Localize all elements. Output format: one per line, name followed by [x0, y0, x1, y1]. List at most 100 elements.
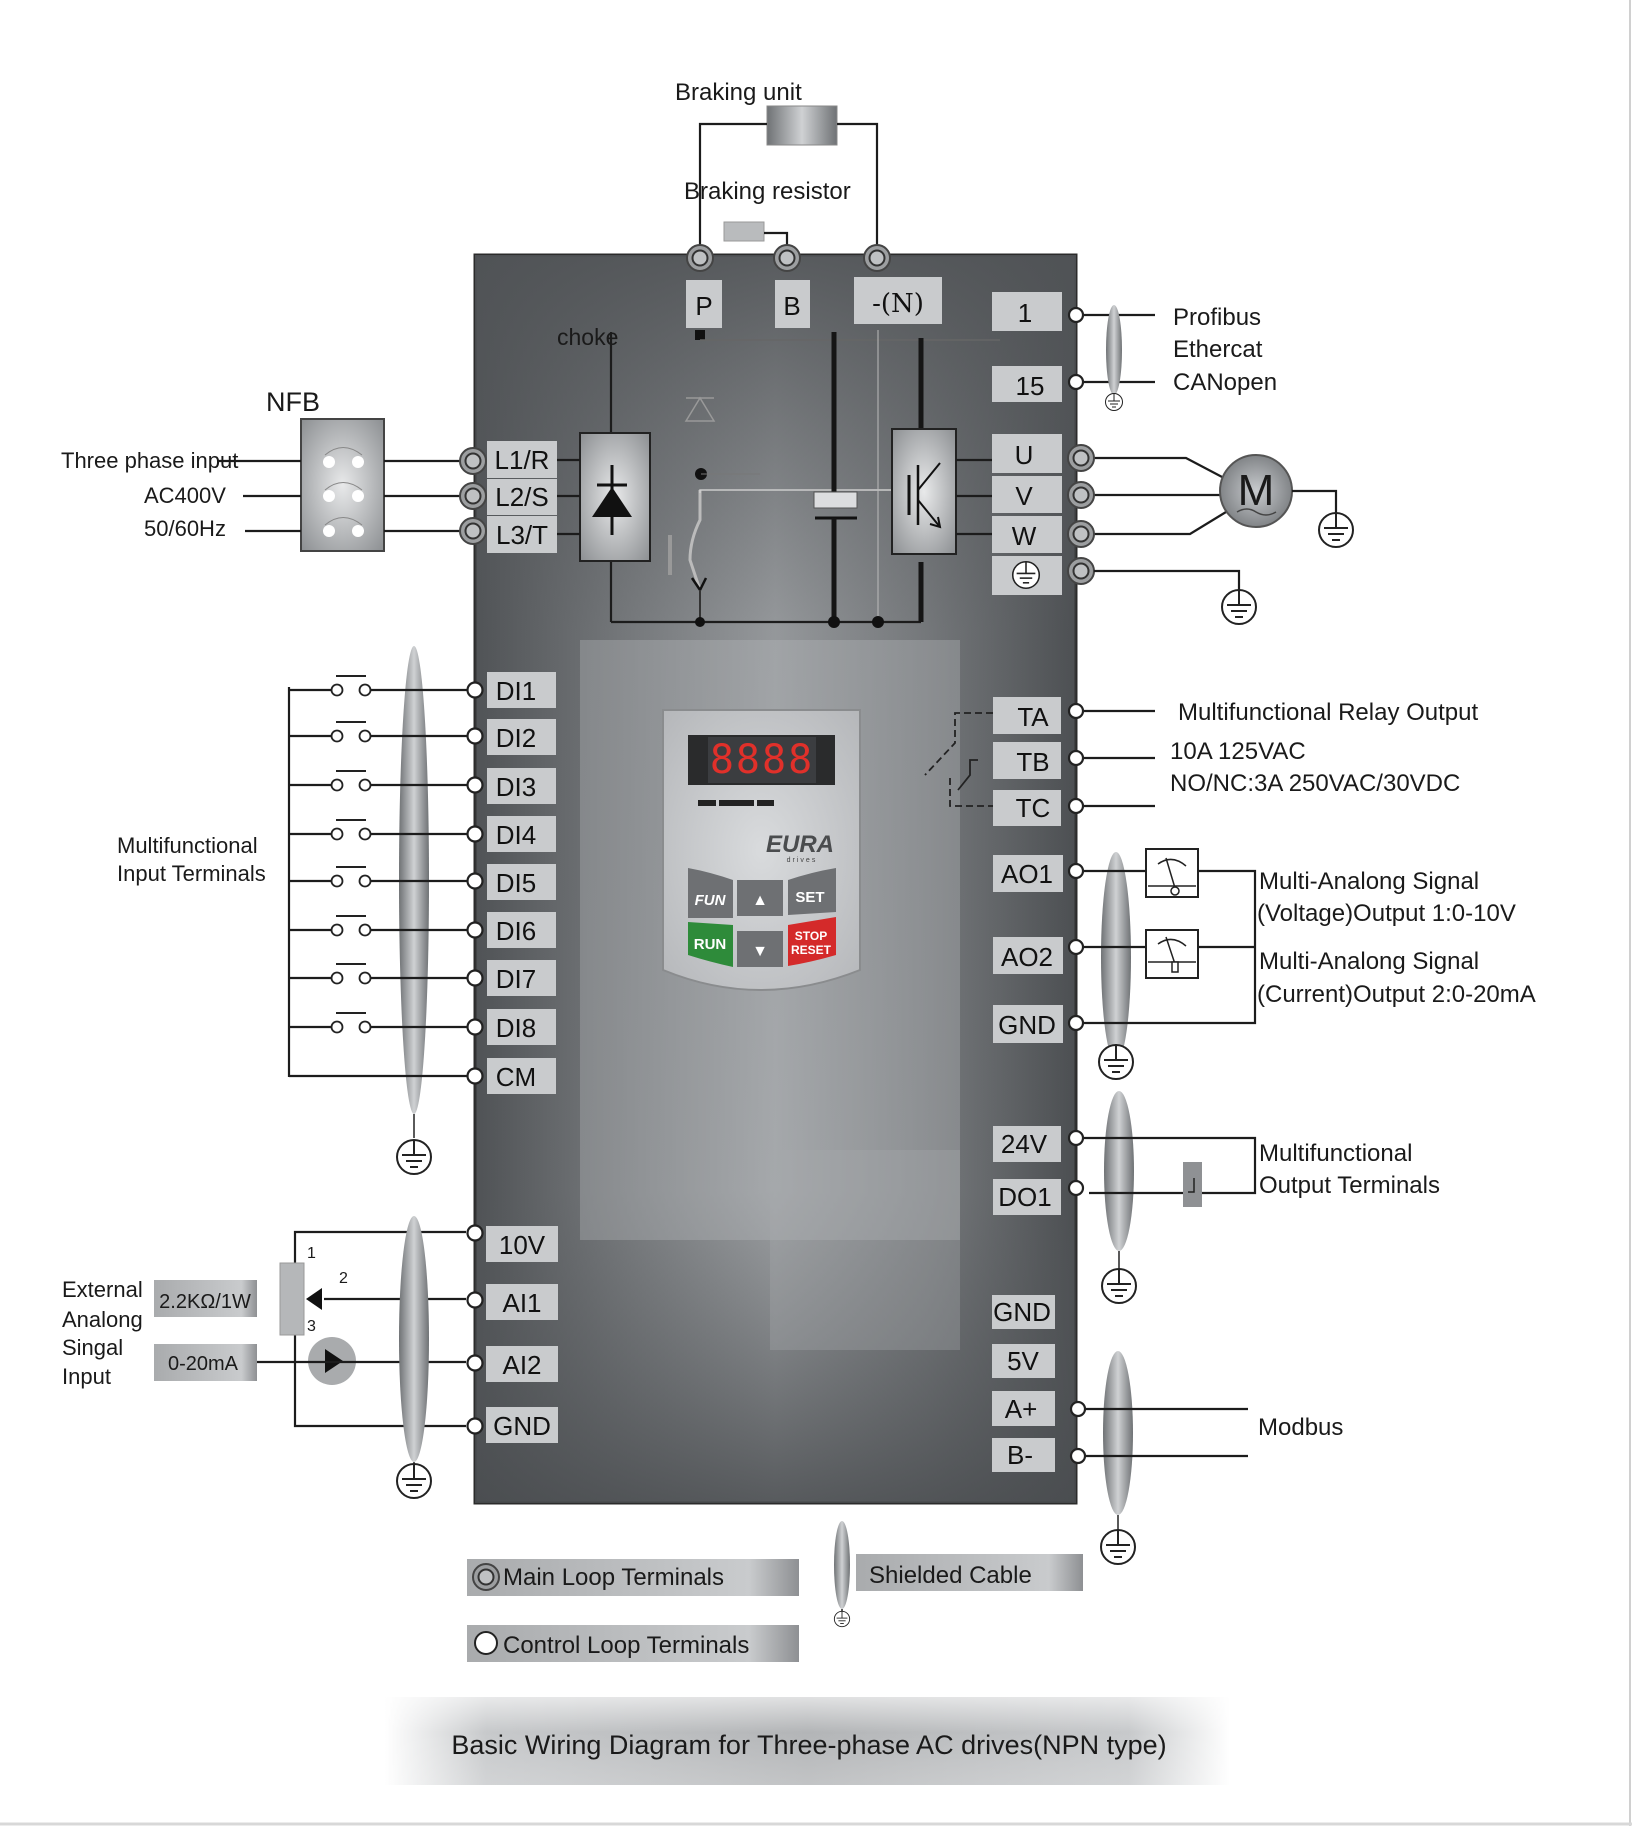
- terminal-ao2-point[interactable]: [1067, 938, 1085, 956]
- switch-contact-icon: [330, 971, 344, 985]
- analog-outputs: AO1 AO2 GND Multi-Analong Signal (Voltag…: [993, 848, 1536, 1080]
- chassis-ground-icon: [1221, 589, 1257, 625]
- terminal-di1-point[interactable]: [466, 681, 484, 699]
- up-button[interactable]: ▲: [737, 880, 783, 916]
- terminal-do1-point[interactable]: [1067, 1179, 1085, 1197]
- terminal-b-minus-label: B-: [1007, 1440, 1033, 1470]
- do-ground-icon: [1101, 1268, 1137, 1304]
- potentiometer-value: 2.2KΩ/1W: [159, 1291, 251, 1313]
- terminal-ai-gnd-point[interactable]: [466, 1417, 484, 1435]
- reset-button-label: RESET: [791, 943, 832, 957]
- terminal-di7-point[interactable]: [466, 969, 484, 987]
- terminal-ai-ai1-point[interactable]: [466, 1291, 484, 1309]
- terminal-di4-point[interactable]: [466, 825, 484, 843]
- inverter-box: [891, 428, 957, 555]
- terminal-tc-point[interactable]: [1067, 797, 1085, 815]
- motor-ground-icon: [1318, 512, 1354, 548]
- terminal-di1-label: DI1: [496, 676, 536, 706]
- terminal-tc-label: TC: [1016, 793, 1051, 823]
- protocol-ethercat: Ethercat: [1173, 336, 1263, 363]
- pot-pin-3: 3: [307, 1318, 316, 1335]
- terminal-ai-gnd-label: GND: [493, 1411, 551, 1441]
- terminal-v-label: V: [1015, 481, 1033, 511]
- ai-label-line4: Input: [62, 1364, 111, 1389]
- input-frequency-label: 50/60Hz: [144, 516, 226, 541]
- terminal-l2-screw[interactable]: [459, 482, 487, 510]
- terminal-ai-ai2-label: AI2: [502, 1350, 541, 1380]
- terminal-ai-ai2-point[interactable]: [466, 1354, 484, 1372]
- terminal-di3-point[interactable]: [466, 776, 484, 794]
- ai-label-line3: Singal: [62, 1335, 123, 1360]
- fun-button-label: FUN: [695, 892, 727, 909]
- ao-label-line4: (Current)Output 2:0-20mA: [1257, 981, 1536, 1008]
- analog-inputs: External Analong Singal Input 2.2KΩ/1W 0…: [62, 1216, 466, 1499]
- current-source-value: 0-20mA: [168, 1353, 239, 1375]
- terminal-di8-point[interactable]: [466, 1018, 484, 1036]
- terminal-a-plus-point[interactable]: [1069, 1400, 1087, 1418]
- terminal-ai-10v-point[interactable]: [466, 1224, 484, 1242]
- terminal-b-screw[interactable]: [773, 244, 801, 272]
- terminal-ground-screw[interactable]: [1067, 557, 1095, 585]
- terminal-cm-point[interactable]: [466, 1067, 484, 1085]
- relay-output: TA TB TC Multifunctional Relay Output 10…: [924, 697, 1478, 826]
- switch-contact-icon: [358, 971, 372, 985]
- keypad-display: 8888: [710, 737, 814, 783]
- set-button[interactable]: SET: [788, 868, 836, 915]
- braking-resistor-label: Braking resistor: [684, 178, 851, 205]
- terminal-1-point[interactable]: [1067, 306, 1085, 324]
- terminal-v-screw[interactable]: [1067, 481, 1095, 509]
- diagram-title: Basic Wiring Diagram for Three-phase AC …: [451, 1730, 1166, 1760]
- di-label-line1: Multifunctional: [117, 833, 258, 858]
- relay-label-line2: 10A 125VAC: [1170, 738, 1306, 765]
- terminal-di6-label: DI6: [496, 916, 536, 946]
- modbus: GND 5V A+ B- Modbus: [992, 1295, 1343, 1565]
- potentiometer-icon: [279, 1262, 305, 1336]
- terminal-w-screw[interactable]: [1067, 520, 1095, 548]
- terminal-ao1-point[interactable]: [1067, 862, 1085, 880]
- terminal-ta-point[interactable]: [1067, 702, 1085, 720]
- ao-ground-icon: [1098, 1044, 1134, 1080]
- terminal-u-screw[interactable]: [1067, 444, 1095, 472]
- terminal-ao-gnd-point[interactable]: [1067, 1014, 1085, 1032]
- keypad: 8888 EURA drives FUN ▲ SET RUN ▼ STOP: [662, 709, 861, 991]
- terminal-l2-label: L2/S: [495, 482, 549, 512]
- terminal-b-label: B: [783, 291, 800, 321]
- terminal-di2-point[interactable]: [466, 727, 484, 745]
- terminal-15-point[interactable]: [1067, 373, 1085, 391]
- protocol-canopen: CANopen: [1173, 369, 1277, 396]
- terminal-cm-label: CM: [496, 1062, 536, 1092]
- terminal-di5-point[interactable]: [466, 872, 484, 890]
- switch-contact-icon: [358, 778, 372, 792]
- switch-contact-icon: [358, 683, 372, 697]
- terminal-di1-box: [487, 672, 556, 708]
- ao-shielded-cable-icon: [1101, 852, 1131, 1062]
- terminal-1-label: 1: [1018, 298, 1032, 328]
- down-arrow-icon: ▼: [752, 943, 768, 960]
- terminal-l1-screw[interactable]: [459, 447, 487, 475]
- terminal-n-screw[interactable]: [863, 244, 891, 272]
- ground-icon: [1105, 393, 1123, 411]
- fun-button[interactable]: FUN: [688, 868, 733, 918]
- nfb-breaker[interactable]: [300, 418, 385, 552]
- terminal-ao2-label: AO2: [1001, 942, 1053, 972]
- terminal-24v-point[interactable]: [1067, 1129, 1085, 1147]
- terminal-tb-point[interactable]: [1067, 749, 1085, 767]
- terminal-di7-label: DI7: [496, 964, 536, 994]
- terminal-cm-box: [487, 1058, 556, 1094]
- switch-contact-icon: [330, 923, 344, 937]
- terminal-b-minus-point[interactable]: [1069, 1447, 1087, 1465]
- ao-label-line1: Multi-Analong Signal: [1259, 868, 1479, 895]
- diode-outline-icon: [684, 396, 716, 422]
- stop-button-label: STOP: [795, 929, 827, 943]
- run-button[interactable]: RUN: [688, 922, 733, 967]
- pot-pin-1: 1: [307, 1245, 316, 1262]
- ai-shielded-cable-icon: [399, 1216, 429, 1462]
- terminal-di6-point[interactable]: [466, 921, 484, 939]
- down-button[interactable]: ▼: [737, 931, 783, 967]
- terminal-p-screw[interactable]: [686, 244, 714, 272]
- terminal-di4-box: [487, 816, 556, 852]
- terminal-l3-screw[interactable]: [459, 517, 487, 545]
- switch-contact-icon: [358, 729, 372, 743]
- terminal-di2-label: DI2: [496, 723, 536, 753]
- stop-reset-button[interactable]: STOP RESET: [788, 917, 836, 966]
